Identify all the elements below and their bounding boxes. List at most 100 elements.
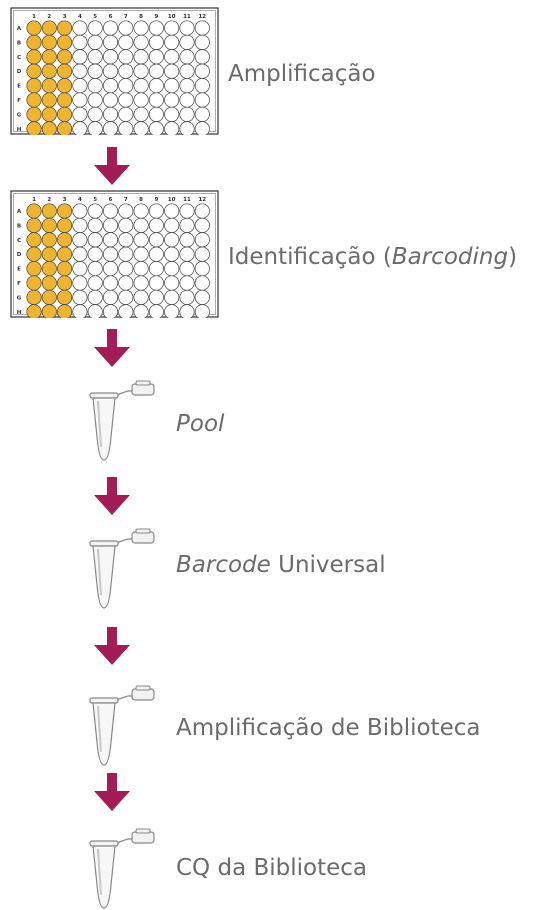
well-filled [57,63,73,79]
plate-row-label: D [17,69,22,75]
plate-row-label: B [17,223,21,229]
plate-col-label: 4 [78,14,82,20]
well-empty [133,232,149,248]
plate-row-label: E [17,267,21,273]
well-empty [102,63,119,79]
step-label-text: ) [508,244,518,270]
well-empty [179,261,195,277]
well-empty [148,203,164,219]
well-empty [179,78,195,94]
plate-row-label: F [17,98,21,104]
well-empty [133,106,149,122]
step-label-barcode-universal: Barcode Universal [176,551,386,579]
plate-row-label: C [17,238,21,244]
well-empty [194,289,210,305]
well-empty [164,121,180,135]
arrow-down-icon [94,147,130,185]
well-filled [57,304,73,318]
well-empty [148,106,164,122]
tube-shine [97,400,102,448]
step-label-italic: Barcode [176,552,271,578]
well-filled [26,304,42,318]
plate-row-label: A [17,26,22,32]
well-filled [26,261,42,277]
well-filled [26,203,42,219]
plate-col-label: 2 [47,197,51,203]
plate-col-label: 4 [78,197,82,203]
well-filled [41,121,57,135]
well-filled [57,78,73,94]
well-empty [179,304,195,318]
well-empty [179,289,195,305]
well-empty [148,34,164,50]
well-empty [179,49,195,65]
step-label-pool: Pool [176,410,224,438]
well-empty [179,275,195,291]
well-empty [102,203,119,219]
well-empty [194,232,210,248]
plate-row-label: E [17,84,21,90]
well-empty [194,304,210,318]
well-empty [72,121,88,135]
plate-col-label: 12 [198,197,206,203]
well-filled [26,49,42,65]
well-empty [72,304,88,318]
tube-hinge [115,390,134,396]
arrow-shape [94,627,130,665]
well-filled [41,275,57,291]
plate-col-label: 10 [168,197,176,203]
tube-cap [131,831,155,844]
arrow-down-icon [94,773,130,811]
step-label-text: Identificação ( [228,244,392,270]
well-filled [26,232,42,248]
step-label-amplificacao-biblioteca: Amplificação de Biblioteca [176,714,480,742]
well-empty [179,63,195,79]
well-filled [26,78,42,94]
well-empty [164,261,180,277]
well-empty [148,49,164,65]
tube-body [92,845,116,909]
well-empty [133,203,149,219]
well-filled [57,289,73,305]
well-empty [72,49,88,65]
well-empty [118,20,134,36]
well-filled [26,121,42,135]
tube-cap [131,531,155,544]
plate-row-label: H [17,310,22,316]
well-empty [87,63,103,79]
tube-cap-top [135,828,151,834]
well-filled [41,304,57,318]
well-empty [164,232,180,248]
plate-col-label: 9 [154,197,158,203]
step-label-text: Universal [270,552,386,578]
well-empty [164,275,180,291]
plate-col-label: 6 [109,197,113,203]
well-empty [133,63,149,79]
well-empty [148,289,164,305]
well-filled [57,92,73,108]
well-empty [102,106,119,122]
plate-row-label: B [17,40,21,46]
well-empty [118,304,134,318]
well-empty [148,246,164,262]
well-filled [41,289,57,305]
tube-icon [89,528,155,609]
tube-shine [97,705,102,753]
plate-col-label: 7 [124,14,128,20]
plate-row-label: C [17,55,21,61]
well-empty [133,261,149,277]
well-empty [148,78,164,94]
well-empty [164,246,180,262]
well-empty [194,92,210,108]
well-empty [194,63,210,79]
tube-cap [131,688,155,701]
well-empty [164,92,180,108]
plate-row-label: H [17,127,22,133]
arrow-down-icon [94,627,130,665]
well-empty [179,34,195,50]
well-empty [102,34,119,50]
well-empty [87,217,103,233]
well-filled [57,232,73,248]
well-empty [118,49,134,65]
